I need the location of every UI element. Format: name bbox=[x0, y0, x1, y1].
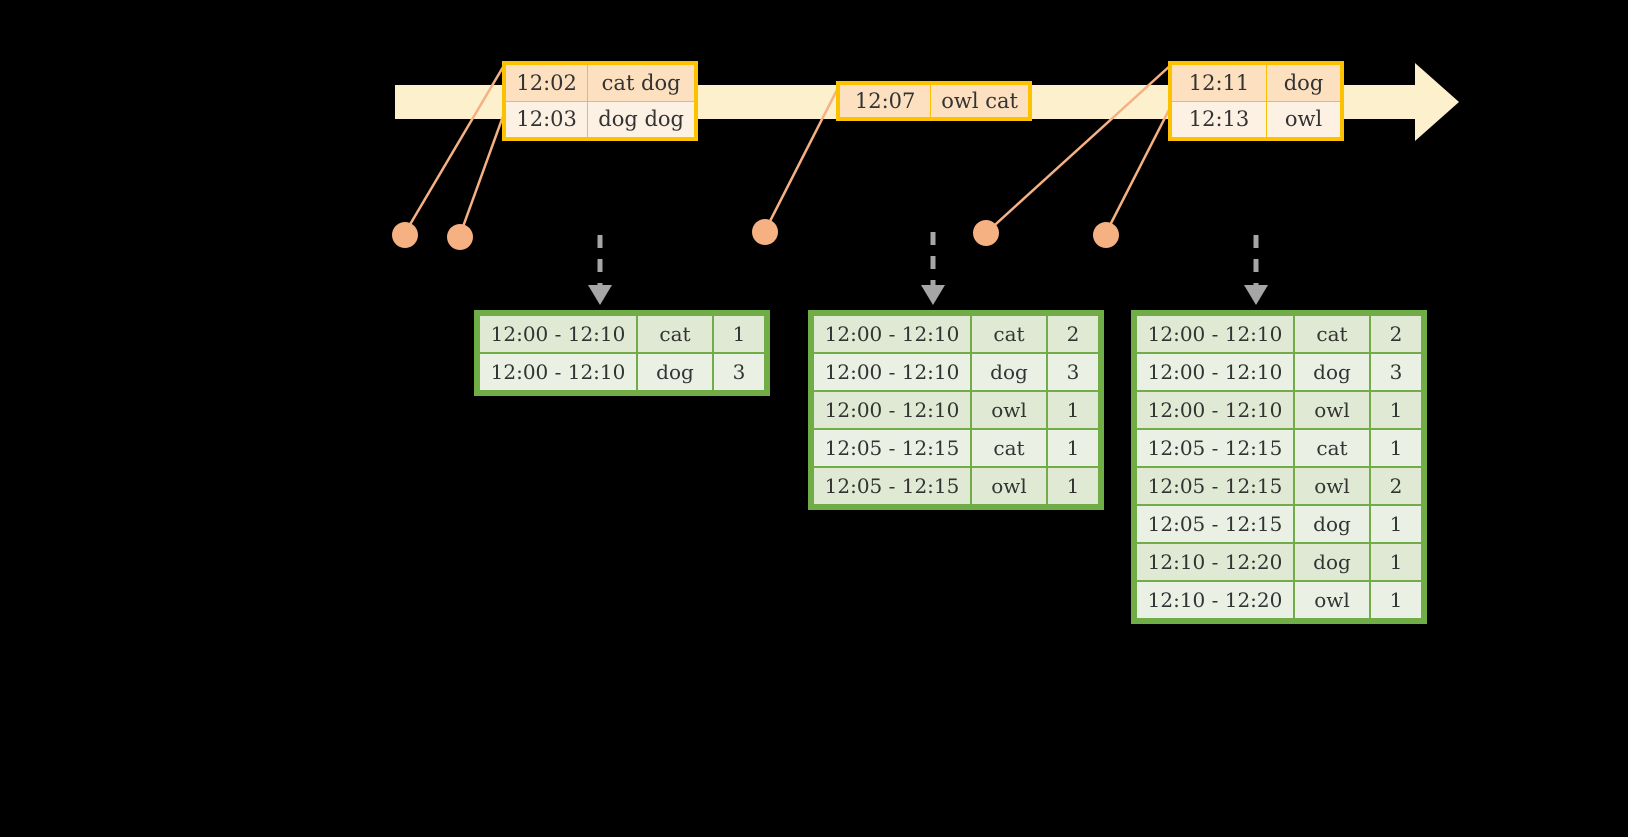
result-key: owl bbox=[1293, 466, 1371, 506]
result-key: owl bbox=[970, 390, 1048, 430]
result-window: 12:05 - 12:15 bbox=[812, 466, 972, 506]
result-count: 1 bbox=[1369, 580, 1423, 620]
result-count: 2 bbox=[1369, 314, 1423, 354]
result-key: cat bbox=[1293, 314, 1371, 354]
event-time: 12:11 bbox=[1171, 64, 1267, 102]
result-window: 12:10 - 12:20 bbox=[1135, 580, 1295, 620]
event-words: cat dog bbox=[587, 64, 695, 102]
result-window: 12:00 - 12:10 bbox=[812, 314, 972, 354]
connector-dot-3 bbox=[752, 219, 778, 245]
result-count: 1 bbox=[1046, 428, 1100, 468]
result-count: 1 bbox=[712, 314, 766, 354]
result-key: cat bbox=[970, 314, 1048, 354]
result-count: 2 bbox=[1369, 466, 1423, 506]
result-count: 1 bbox=[1369, 428, 1423, 468]
event-box-3[interactable]: 12:11 dog 12:13 owl bbox=[1168, 61, 1344, 141]
result-key: dog bbox=[1293, 504, 1371, 544]
result-count: 1 bbox=[1369, 504, 1423, 544]
result-count: 1 bbox=[1046, 466, 1100, 506]
result-key: owl bbox=[1293, 580, 1371, 620]
result-window: 12:05 - 12:15 bbox=[1135, 504, 1295, 544]
result-window: 12:00 - 12:10 bbox=[1135, 314, 1295, 354]
down-arrows-group bbox=[588, 232, 1268, 305]
result-key: cat bbox=[636, 314, 714, 354]
result-window: 12:05 - 12:15 bbox=[1135, 466, 1295, 506]
result-key: owl bbox=[970, 466, 1048, 506]
result-key: dog bbox=[970, 352, 1048, 392]
connector-dot-5 bbox=[1093, 222, 1119, 248]
result-key: cat bbox=[970, 428, 1048, 468]
result-window: 12:00 - 12:10 bbox=[478, 314, 638, 354]
result-window: 12:00 - 12:10 bbox=[1135, 390, 1295, 430]
result-key: dog bbox=[1293, 542, 1371, 582]
event-words: dog dog bbox=[587, 100, 695, 138]
event-row: 12:03 dog dog bbox=[504, 100, 695, 138]
result-window: 12:05 - 12:15 bbox=[812, 428, 972, 468]
event-words: dog bbox=[1266, 64, 1341, 102]
connector-dot-4 bbox=[973, 220, 999, 246]
result-window: 12:00 - 12:10 bbox=[1135, 352, 1295, 392]
timeline-arrowhead-icon bbox=[1415, 63, 1459, 141]
result-count: 3 bbox=[1369, 352, 1423, 392]
event-row: 12:07 owl cat bbox=[838, 84, 1029, 118]
event-row: 12:11 dog bbox=[1171, 64, 1341, 102]
event-box-1[interactable]: 12:02 cat dog 12:03 dog dog bbox=[502, 61, 698, 141]
result-key: dog bbox=[1293, 352, 1371, 392]
down-arrow-3-head-icon bbox=[1244, 285, 1268, 305]
result-key: owl bbox=[1293, 390, 1371, 430]
down-arrow-2-head-icon bbox=[921, 285, 945, 305]
result-window: 12:10 - 12:20 bbox=[1135, 542, 1295, 582]
result-count: 3 bbox=[712, 352, 766, 392]
result-window: 12:05 - 12:15 bbox=[1135, 428, 1295, 468]
result-key: cat bbox=[1293, 428, 1371, 468]
event-time: 12:13 bbox=[1171, 100, 1267, 138]
event-box-2[interactable]: 12:07 owl cat bbox=[836, 81, 1032, 121]
result-window: 12:00 - 12:10 bbox=[812, 352, 972, 392]
result-count: 1 bbox=[1369, 542, 1423, 582]
down-arrow-1-head-icon bbox=[588, 285, 612, 305]
result-count: 1 bbox=[1046, 390, 1100, 430]
event-time: 12:02 bbox=[504, 64, 589, 102]
connector-line-5 bbox=[1104, 103, 1174, 234]
result-window: 12:00 - 12:10 bbox=[812, 390, 972, 430]
result-count: 1 bbox=[1369, 390, 1423, 430]
connector-line-2 bbox=[458, 107, 508, 236]
connector-dot-2 bbox=[447, 224, 473, 250]
result-window: 12:00 - 12:10 bbox=[478, 352, 638, 392]
result-count: 2 bbox=[1046, 314, 1100, 354]
event-time: 12:07 bbox=[838, 84, 932, 118]
result-count: 3 bbox=[1046, 352, 1100, 392]
connector-dot-1 bbox=[392, 222, 418, 248]
result-key: dog bbox=[636, 352, 714, 392]
event-row: 12:02 cat dog bbox=[504, 64, 695, 102]
event-row: 12:13 owl bbox=[1171, 100, 1341, 138]
event-time: 12:03 bbox=[504, 100, 589, 138]
event-words: owl cat bbox=[930, 84, 1029, 118]
event-words: owl bbox=[1266, 100, 1341, 138]
